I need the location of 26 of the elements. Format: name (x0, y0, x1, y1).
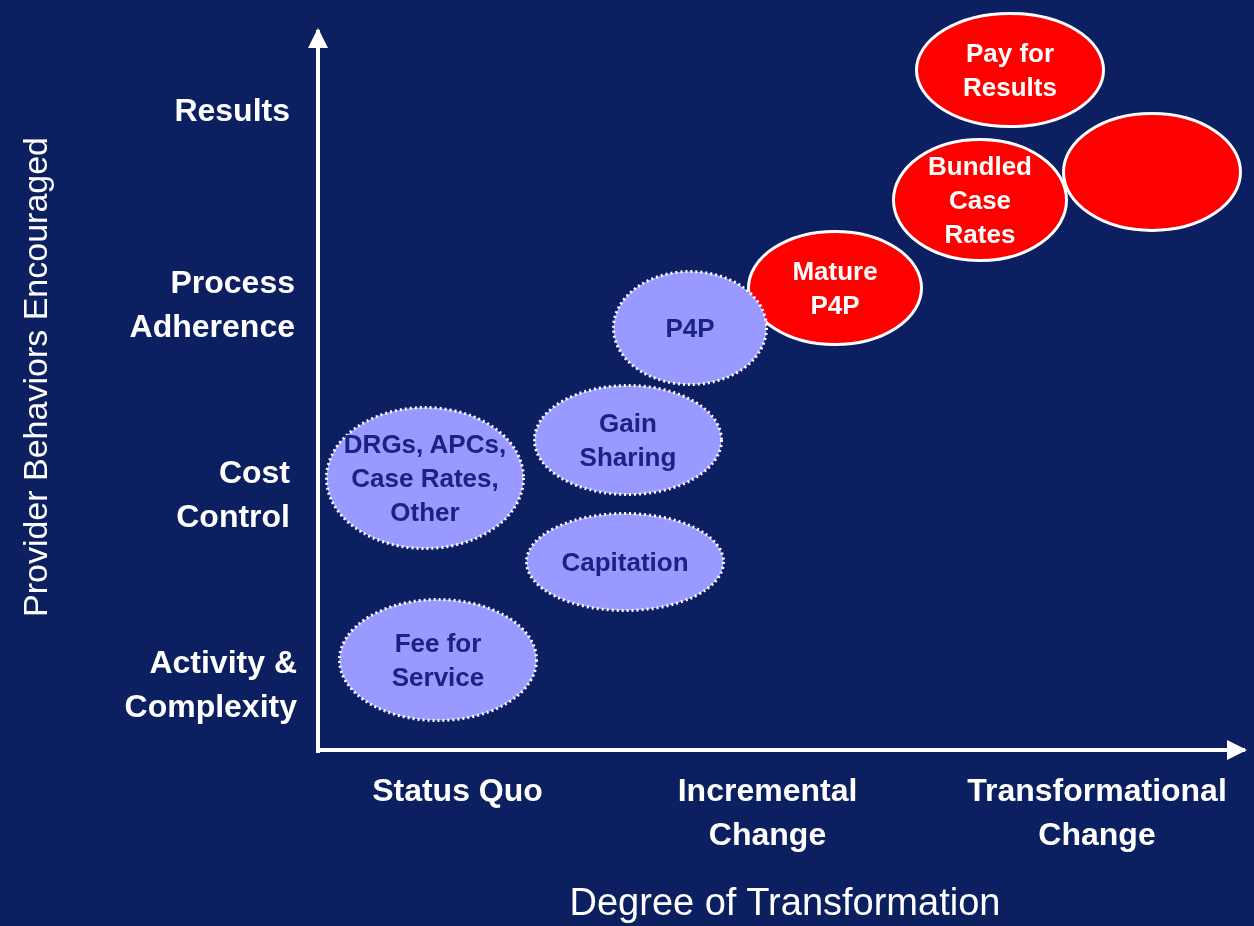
model-label: Capitation (560, 546, 690, 579)
axis-tick-label: Activity & Complexity (123, 643, 297, 726)
payment-model-ellipse (915, 12, 1105, 128)
payment-model-ellipse (1062, 112, 1242, 232)
model-label: Mature P4P (791, 255, 879, 322)
axis-tick-label: Incremental Change (676, 771, 859, 854)
model-label: P4P (664, 312, 716, 345)
payment-model-ellipse (338, 598, 538, 722)
axis-tick-label: Results (173, 91, 290, 130)
axis-tick-label: Transformational Change (966, 771, 1228, 854)
axis-tick-label: Status Quo (371, 771, 544, 810)
axis-tick-label: Process Adherence (128, 263, 295, 346)
x-axis-title: Degree of Transformation (568, 880, 1002, 924)
axis-tick-label: Cost Control (175, 453, 290, 536)
payment-model-ellipse (612, 270, 768, 386)
model-label: Gain Sharing (578, 407, 678, 474)
model-label: Pay for Results (962, 37, 1058, 104)
model-label: Bundled Case Rates (927, 150, 1033, 251)
model-label: Fee for Service (390, 627, 486, 694)
model-label: DRGs, APCs, Case Rates, Other (342, 428, 508, 529)
payment-model-ellipse (325, 406, 525, 550)
payment-model-ellipse (525, 512, 725, 612)
payment-model-ellipse (533, 384, 723, 496)
y-axis-title: Provider Behaviors Encouraged (15, 135, 55, 620)
payment-model-ellipse (892, 138, 1068, 262)
payment-model-ellipse (747, 230, 923, 346)
